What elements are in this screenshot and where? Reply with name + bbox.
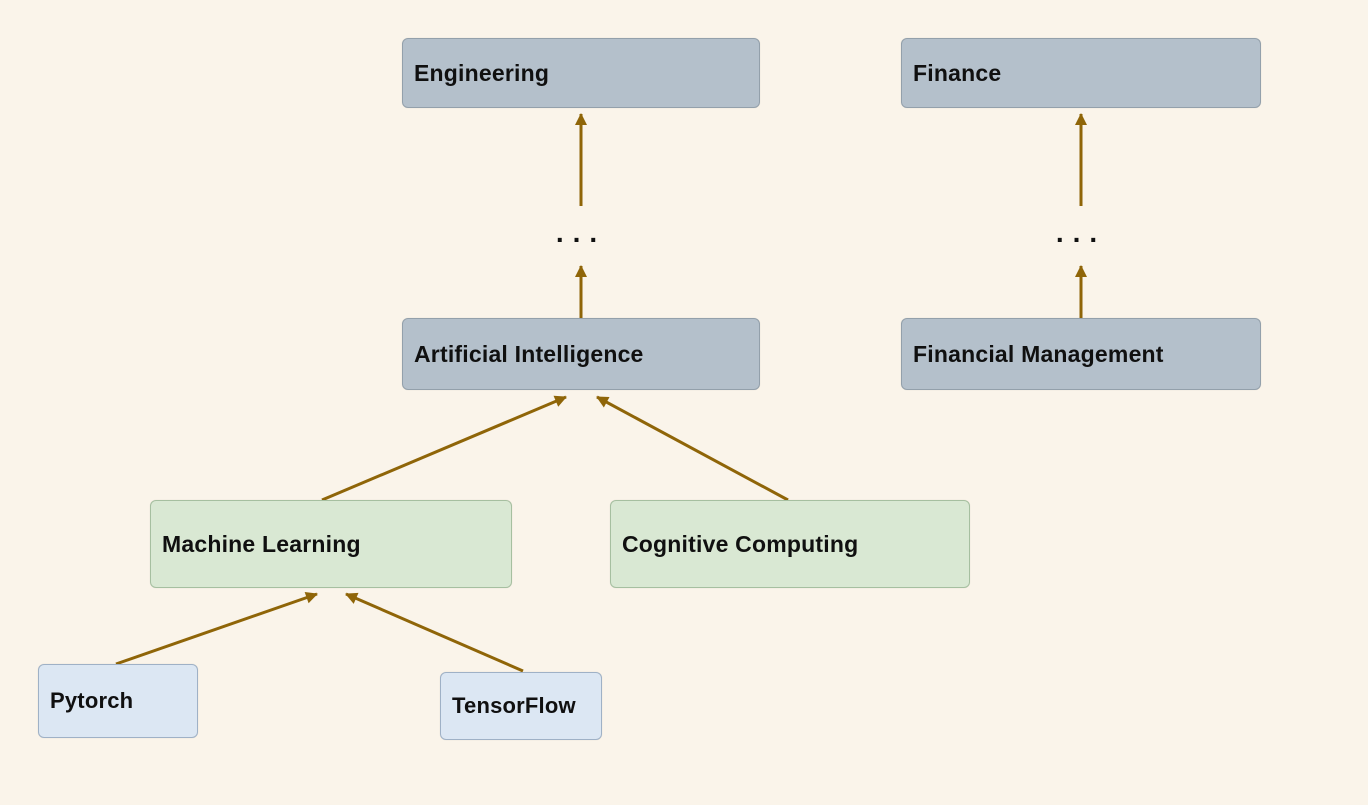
node-machine-learning: Machine Learning (150, 500, 512, 588)
node-financial-management-label: Financial Management (913, 340, 1164, 367)
ellipsis-engineering-path: ... (555, 217, 607, 248)
node-cognitive-computing-label: Cognitive Computing (622, 530, 859, 557)
edge-cognitive-computing-to-ai (596, 395, 789, 502)
node-pytorch: Pytorch (38, 664, 198, 738)
node-engineering-label: Engineering (414, 59, 550, 86)
node-artificial-intelligence: Artificial Intelligence (402, 318, 760, 390)
ellipsis-finance-path: ... (1055, 217, 1107, 248)
edge-machine-learning-to-ai (321, 395, 567, 502)
node-machine-learning-label: Machine Learning (162, 530, 361, 557)
node-tensorflow-label: TensorFlow (452, 693, 576, 718)
node-financial-management: Financial Management (901, 318, 1261, 390)
node-artificial-intelligence-label: Artificial Intelligence (414, 340, 644, 367)
node-pytorch-label: Pytorch (50, 688, 134, 713)
edge-tensorflow-to-machine-learning (345, 592, 524, 673)
node-cognitive-computing: Cognitive Computing (610, 500, 970, 588)
node-tensorflow: TensorFlow (440, 672, 602, 740)
node-finance-label: Finance (913, 59, 1002, 86)
node-finance: Finance (901, 38, 1261, 108)
edge-pytorch-to-machine-learning (115, 591, 318, 666)
node-engineering: Engineering (402, 38, 760, 108)
